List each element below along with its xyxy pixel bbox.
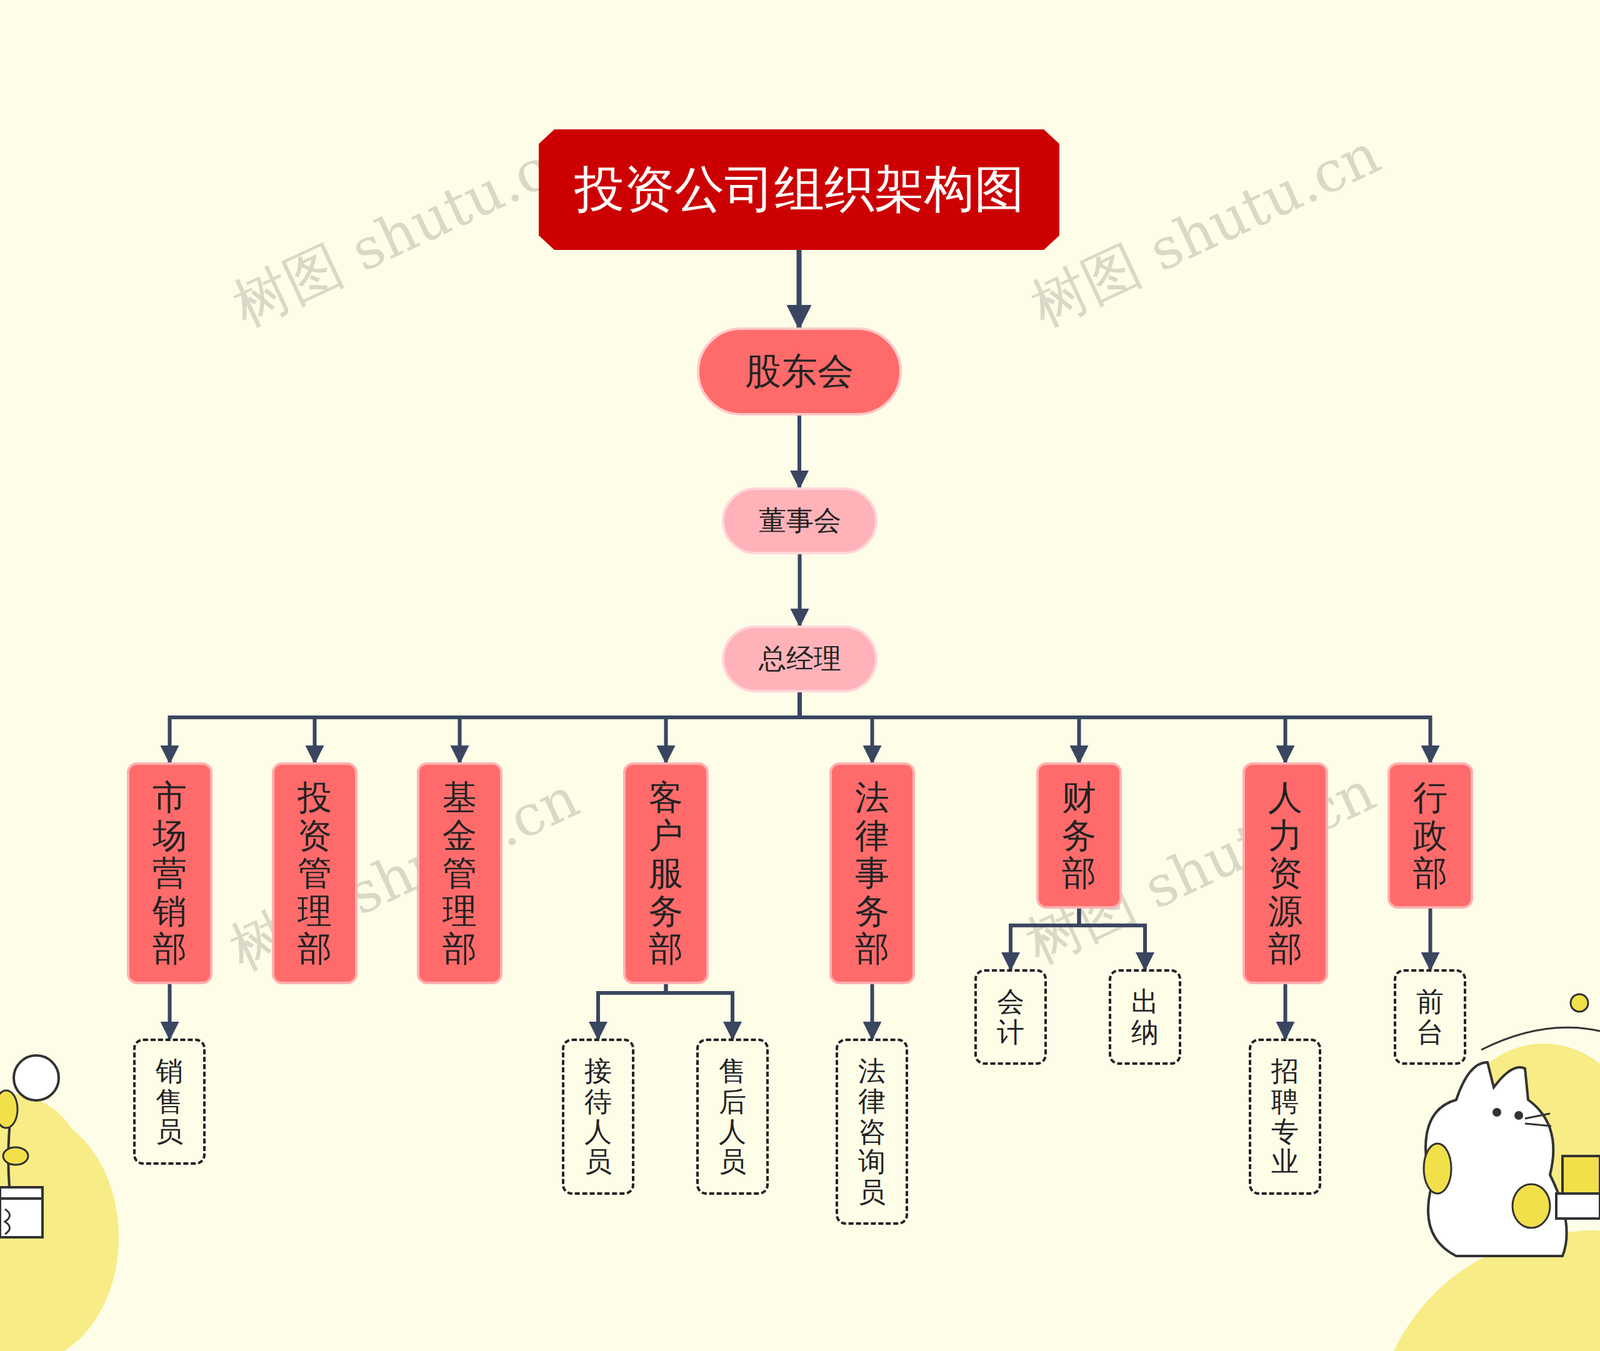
watermark: 树图 shutu.cn xyxy=(1018,116,1392,345)
node-text: 售后人员 xyxy=(718,1056,747,1178)
connector-arrow xyxy=(796,250,802,328)
node-text: 投资管理部 xyxy=(297,778,332,969)
node-text: 市场营销部 xyxy=(152,778,187,969)
connector-arrow xyxy=(1283,984,1288,1039)
position-box: 接待人员 xyxy=(561,1038,635,1195)
position-box: 前台 xyxy=(1393,969,1467,1065)
position-box: 招聘专业 xyxy=(1248,1038,1322,1195)
connector-arrow xyxy=(460,692,800,763)
connector-arrow xyxy=(168,984,172,1039)
connector-arrow xyxy=(800,692,1080,763)
connector-arrow xyxy=(1079,908,1146,970)
node-text: 投资公司组织架构图 xyxy=(574,156,1025,224)
shareholder-pill: 股东会 xyxy=(696,327,902,416)
connector-arrow xyxy=(800,692,1286,763)
left-plant-illustration xyxy=(0,1055,119,1351)
node-text: 法律事务部 xyxy=(855,778,890,969)
connector-arrow xyxy=(800,692,873,763)
node-text: 股东会 xyxy=(745,347,854,397)
node-text: 销售员 xyxy=(155,1056,184,1147)
connector-arrow xyxy=(870,984,875,1039)
node-text: 行政部 xyxy=(1413,778,1448,893)
node-text: 总经理 xyxy=(758,640,842,678)
position-box: 会计 xyxy=(974,969,1047,1065)
department-box: 法律事务部 xyxy=(829,762,915,985)
position-box: 出纳 xyxy=(1108,969,1182,1065)
department-box: 人力资源部 xyxy=(1242,762,1329,985)
connector-arrow xyxy=(315,692,800,763)
department-box: 市场营销部 xyxy=(126,762,213,985)
connector-arrow xyxy=(1428,908,1433,970)
connector-arrow xyxy=(666,984,734,1039)
node-text: 会计 xyxy=(996,986,1025,1048)
connector-arrow xyxy=(800,692,1431,763)
management-pill: 总经理 xyxy=(721,625,878,693)
node-text: 法律咨询员 xyxy=(858,1056,886,1208)
node-text: 前台 xyxy=(1416,986,1444,1048)
department-box: 行政部 xyxy=(1387,762,1474,909)
node-text: 接待人员 xyxy=(584,1056,612,1178)
department-box: 客户服务部 xyxy=(623,762,709,985)
node-text: 招聘专业 xyxy=(1271,1056,1299,1178)
node-text: 董事会 xyxy=(758,502,842,540)
connector-arrow xyxy=(797,415,802,488)
position-box: 法律咨询员 xyxy=(835,1038,909,1225)
node-text: 基金管理部 xyxy=(442,778,477,969)
title-box: 投资公司组织架构图 xyxy=(538,129,1060,250)
connector-arrow xyxy=(598,984,667,1039)
position-box: 售后人员 xyxy=(696,1038,769,1195)
connector-arrow xyxy=(798,554,802,626)
right-cat-illustration xyxy=(1393,994,1600,1351)
management-pill: 董事会 xyxy=(721,487,878,555)
node-text: 出纳 xyxy=(1131,986,1159,1048)
department-box: 财务部 xyxy=(1036,762,1122,909)
connector-arrow xyxy=(170,692,800,763)
node-text: 客户服务部 xyxy=(648,778,684,969)
department-box: 投资管理部 xyxy=(271,762,358,985)
connector-arrow xyxy=(1010,908,1080,970)
connector-arrow xyxy=(666,692,800,763)
node-text: 财务部 xyxy=(1061,778,1097,893)
watermark: 树图 shutu.cn xyxy=(220,116,594,345)
node-text: 人力资源部 xyxy=(1268,778,1303,969)
department-box: 基金管理部 xyxy=(416,762,503,985)
position-box: 销售员 xyxy=(133,1038,206,1165)
